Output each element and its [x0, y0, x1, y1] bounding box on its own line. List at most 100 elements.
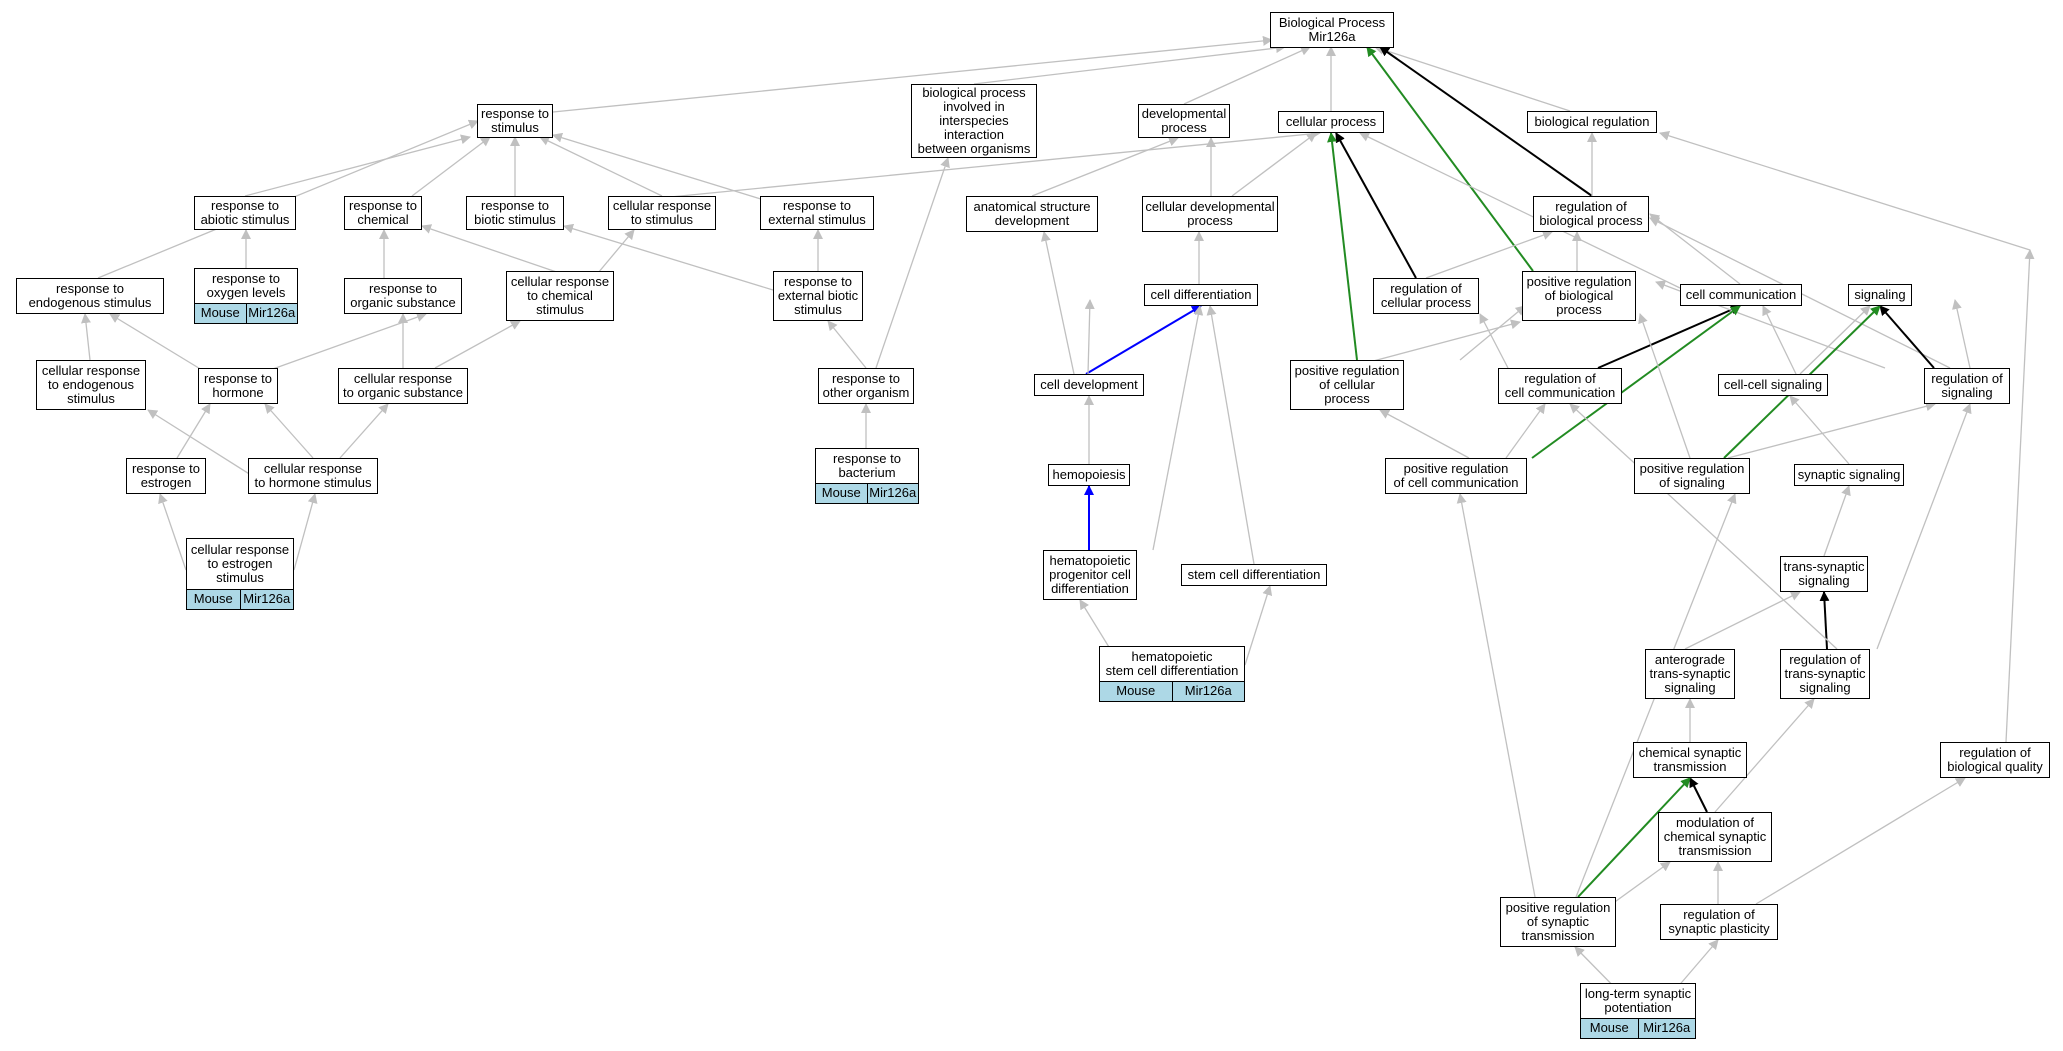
edge-arrow	[109, 313, 203, 371]
node-cellular-response-to-estrogen-stimulus[interactable]: cellular response to estrogen stimulus	[186, 538, 294, 590]
edge-arrow	[411, 136, 491, 197]
node-cell-differentiation[interactable]: cell differentiation	[1144, 284, 1258, 306]
edge-arrow	[434, 320, 521, 369]
edge-arrow	[269, 312, 427, 371]
annotation-species: Mouse	[193, 591, 233, 606]
node-anterograde-trans-synaptic-signaling[interactable]: anterograde trans-synaptic signaling	[1645, 649, 1735, 699]
node-hemopoiesis[interactable]: hemopoiesis	[1048, 464, 1130, 486]
edge-arrow	[1952, 299, 1971, 369]
node-response-to-chemical[interactable]: response to chemical	[344, 196, 422, 230]
edge-arrow	[1359, 132, 1681, 289]
edge-arrow	[1379, 46, 1593, 197]
node-positive-regulation-of-signaling[interactable]: positive regulation of signaling	[1634, 458, 1750, 494]
node-hematopoietic-progenitor-cell-differentiation[interactable]: hematopoietic progenitor cell differenti…	[1043, 550, 1137, 600]
edge-arrow	[147, 409, 263, 483]
edge-arrow	[1684, 591, 1801, 650]
edge-arrow	[1755, 777, 1966, 905]
node-regulation-of-trans-synaptic-signaling[interactable]: regulation of trans-synaptic signaling	[1780, 649, 1870, 699]
node-response-to-abiotic-stimulus[interactable]: response to abiotic stimulus	[194, 196, 296, 230]
node-response-to-hormone[interactable]: response to hormone	[198, 368, 278, 404]
edge-arrow	[597, 229, 635, 274]
edge-arrow	[1084, 299, 1095, 375]
node-cellular-response-to-organic-substance[interactable]: cellular response to organic substance	[338, 368, 468, 404]
node-cell-communication[interactable]: cell communication	[1680, 284, 1802, 306]
annotation-gene: Mir126a	[245, 304, 298, 323]
edge-arrow	[1879, 305, 1935, 369]
annotation-gene: Mir126a	[1171, 682, 1245, 701]
edge-arrow	[1531, 305, 1741, 459]
annotation-gene: Mir126a	[1637, 1019, 1696, 1038]
edge-arrow	[1335, 132, 1417, 279]
node-developmental-process[interactable]: developmental process	[1138, 104, 1230, 138]
node-biological-process-root[interactable]: Biological Process Mir126a	[1270, 12, 1394, 48]
edge-arrow	[1727, 401, 1936, 459]
annotation-species: Mouse	[821, 485, 861, 500]
edge-arrow	[827, 320, 867, 369]
node-trans-synaptic-signaling[interactable]: trans-synaptic signaling	[1780, 556, 1868, 592]
node-regulation-of-synaptic-plasticity[interactable]: regulation of synaptic plasticity	[1660, 904, 1778, 940]
annotation-cellular-response-to-estrogen-stimulus: Mouse Mir126a	[186, 589, 294, 610]
node-cell-development[interactable]: cell development	[1034, 374, 1144, 396]
edge-arrow	[1611, 861, 1671, 905]
edge-arrow	[1569, 403, 1838, 650]
edge-arrow	[158, 493, 187, 571]
node-cellular-response-to-chemical-stimulus[interactable]: cellular response to chemical stimulus	[506, 271, 614, 321]
node-response-to-estrogen[interactable]: response to estrogen	[126, 458, 206, 494]
node-response-to-other-organism[interactable]: response to other organism	[818, 368, 914, 404]
edge-arrow	[339, 403, 389, 459]
node-response-to-oxygen-levels[interactable]: response to oxygen levels	[194, 268, 298, 304]
node-response-to-bacterium[interactable]: response to bacterium	[815, 448, 919, 484]
edge-arrow	[1819, 591, 1830, 650]
node-response-to-endogenous-stimulus[interactable]: response to endogenous stimulus	[16, 278, 164, 314]
edge-arrow	[1459, 305, 1526, 361]
node-chemical-synaptic-transmission[interactable]: chemical synaptic transmission	[1633, 742, 1747, 778]
edge-arrow	[1689, 777, 1708, 813]
node-regulation-of-biological-process[interactable]: regulation of biological process	[1533, 196, 1649, 232]
edge-arrow	[1762, 305, 1797, 375]
node-regulation-of-biological-quality[interactable]: regulation of biological quality	[1940, 742, 2050, 778]
node-response-to-external-stimulus[interactable]: response to external stimulus	[760, 196, 874, 230]
node-positive-regulation-of-biological-process[interactable]: positive regulation of biological proces…	[1522, 271, 1636, 321]
annotation-response-to-bacterium: Mouse Mir126a	[815, 483, 919, 504]
node-positive-regulation-of-synaptic-transmission[interactable]: positive regulation of synaptic transmis…	[1500, 897, 1616, 947]
edge-arrow	[875, 157, 950, 369]
edge-arrow	[1040, 231, 1075, 375]
node-biological-regulation[interactable]: biological regulation	[1527, 111, 1657, 133]
edge-arrow	[973, 43, 1286, 85]
node-long-term-synaptic-potentiation[interactable]: long-term synaptic potentiation	[1580, 983, 1696, 1019]
node-response-to-stimulus[interactable]: response to stimulus	[477, 104, 553, 138]
edge-arrow	[1638, 313, 1691, 459]
node-hematopoietic-stem-cell-differentiation[interactable]: hematopoietic stem cell differentiation	[1099, 646, 1245, 682]
node-cellular-response-to-hormone-stimulus[interactable]: cellular response to hormone stimulus	[248, 458, 378, 494]
node-response-to-organic-substance[interactable]: response to organic substance	[344, 278, 462, 314]
edge-arrow	[552, 132, 765, 201]
node-cellular-developmental-process[interactable]: cellular developmental process	[1142, 196, 1278, 232]
edge-arrow	[1789, 395, 1850, 465]
node-cellular-response-to-stimulus[interactable]: cellular response to stimulus	[608, 196, 716, 230]
node-regulation-of-signaling[interactable]: regulation of signaling	[1924, 368, 2010, 404]
node-anatomical-structure-development[interactable]: anatomical structure development	[966, 196, 1098, 232]
node-signaling[interactable]: signaling	[1848, 284, 1912, 306]
edge-arrow	[1231, 132, 1317, 197]
node-regulation-of-cellular-process[interactable]: regulation of cellular process	[1373, 278, 1479, 314]
edge-arrow	[1597, 305, 1741, 369]
node-positive-regulation-of-cell-communication[interactable]: positive regulation of cell communicatio…	[1385, 458, 1527, 494]
node-response-to-external-biotic-stimulus[interactable]: response to external biotic stimulus	[773, 271, 863, 321]
edge-arrow	[176, 403, 211, 459]
node-biological-process-involved-in-interspecies-interaction[interactable]: biological process involved in interspec…	[911, 84, 1037, 158]
node-stem-cell-differentiation[interactable]: stem cell differentiation	[1181, 564, 1327, 586]
node-synaptic-signaling[interactable]: synaptic signaling	[1794, 464, 1904, 486]
node-response-to-biotic-stimulus[interactable]: response to biotic stimulus	[466, 196, 564, 230]
node-regulation-of-cell-communication[interactable]: regulation of cell communication	[1498, 368, 1622, 404]
node-modulation-of-chemical-synaptic-transmission[interactable]: modulation of chemical synaptic transmis…	[1658, 812, 1772, 862]
annotation-gene: Mir126a	[239, 590, 294, 609]
node-cell-cell-signaling[interactable]: cell-cell signaling	[1718, 374, 1828, 396]
edge-arrow	[1152, 305, 1204, 551]
node-cellular-process[interactable]: cellular process	[1278, 111, 1384, 133]
node-positive-regulation-of-cellular-process[interactable]: positive regulation of cellular process	[1290, 360, 1404, 410]
annotation-long-term-synaptic-potentiation: Mouse Mir126a	[1580, 1018, 1696, 1039]
node-cellular-response-to-endogenous-stimulus[interactable]: cellular response to endogenous stimulus	[36, 360, 146, 410]
edge-arrow	[1183, 46, 1311, 105]
edge-arrow	[1799, 305, 1871, 375]
